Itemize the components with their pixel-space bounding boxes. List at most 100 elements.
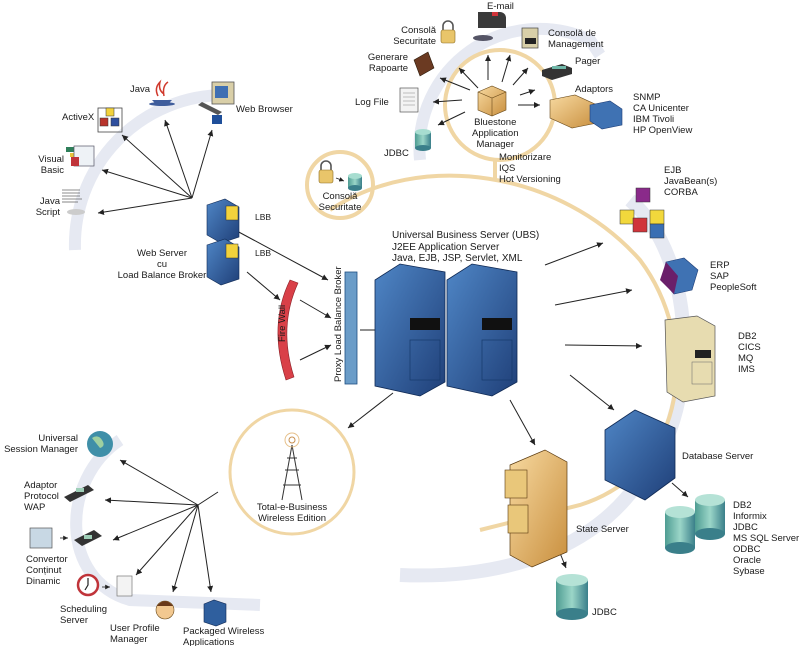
database-name: Sybase bbox=[733, 566, 765, 577]
security-bubble-ring bbox=[305, 150, 375, 220]
mainframe-label: DB2 CICS MQ IMS bbox=[738, 331, 761, 375]
ubs-title-line: J2EE Application Server bbox=[392, 241, 500, 253]
wireless-ring bbox=[228, 408, 356, 536]
label-line: Consolă bbox=[401, 25, 436, 36]
mailbox-icon bbox=[473, 12, 506, 41]
adaptor-target: HP OpenView bbox=[633, 125, 693, 136]
label-line: Load Balance Broker bbox=[117, 270, 207, 281]
proxy-bar bbox=[344, 271, 358, 385]
visual-basic-icon bbox=[66, 145, 95, 167]
converter-label: Convertor Conținut Dinamic bbox=[26, 554, 68, 587]
label-line: Generare bbox=[367, 52, 408, 63]
label-line: CICS bbox=[738, 342, 761, 353]
label-line: JavaBean(s) bbox=[664, 176, 718, 187]
javascript-label: Java Script bbox=[26, 196, 60, 218]
pager-icon bbox=[542, 64, 572, 80]
security-lock-icon bbox=[440, 20, 456, 44]
label-line: Manager bbox=[110, 634, 148, 645]
label-line: MQ bbox=[738, 353, 754, 364]
adaptor-target: SNMP bbox=[633, 92, 661, 103]
wireless-arc bbox=[70, 435, 261, 611]
feature-line: Hot Versioning bbox=[499, 174, 561, 185]
web-server-top-icon bbox=[206, 198, 240, 244]
state-server-label: State Server bbox=[576, 524, 629, 535]
database-cylinders-icon bbox=[665, 494, 725, 554]
label-line: Adaptor bbox=[24, 480, 58, 491]
label-line: Securitate bbox=[318, 202, 362, 213]
adaptor-target: IBM Tivoli bbox=[633, 114, 675, 125]
monitoring-features-label: Monitorizare IQS Hot Versioning bbox=[499, 152, 561, 185]
activex-label: ActiveX bbox=[62, 112, 95, 123]
feature-line: IQS bbox=[499, 163, 516, 174]
database-name: Informix bbox=[733, 511, 767, 522]
mainframe-icon bbox=[664, 315, 716, 403]
management-arc bbox=[413, 22, 605, 161]
pager-label: Pager bbox=[575, 56, 601, 67]
packaged-wireless-label: Packaged Wireless Applications bbox=[183, 626, 264, 646]
label-line: ERP bbox=[710, 260, 730, 271]
label-line: Script bbox=[35, 207, 60, 218]
label-line: WAP bbox=[24, 502, 46, 513]
lbb-bottom-label: LBB bbox=[255, 248, 272, 258]
label-line: Scheduling bbox=[60, 604, 108, 615]
session-manager-label: Universal Session Manager bbox=[2, 433, 78, 455]
databases-label: DB2 Informix JDBC MS SQL Server ODBC Ora… bbox=[733, 500, 799, 577]
label-line: Convertor bbox=[26, 554, 68, 565]
email-label: E-mail bbox=[487, 1, 514, 12]
security-console-label: Consolă Securitate bbox=[388, 25, 436, 47]
feature-line: Monitorizare bbox=[499, 152, 552, 163]
converter-screen-icon bbox=[29, 527, 68, 549]
visual-basic-label: Visual Basic bbox=[26, 154, 64, 176]
management-console-icon bbox=[521, 27, 539, 49]
label-line: Java bbox=[39, 196, 60, 207]
label-line: Management bbox=[548, 39, 604, 50]
label-line: Consolă bbox=[322, 191, 358, 202]
label-line: SAP bbox=[710, 271, 730, 282]
radio-tower-icon bbox=[281, 432, 303, 501]
connector-arrows bbox=[97, 54, 689, 593]
management-console-label: Consolă de Management bbox=[548, 28, 603, 50]
state-jdbc-cylinder-icon bbox=[556, 574, 588, 620]
java-cup-icon bbox=[149, 79, 175, 106]
javascript-icon bbox=[62, 189, 85, 215]
wireless-edition-label: Total-e-Business Wireless Edition bbox=[254, 502, 330, 524]
client-arc bbox=[68, 89, 226, 251]
label-line: Rapoarte bbox=[368, 63, 408, 74]
label-line: Protocol bbox=[24, 491, 59, 502]
log-file-icon bbox=[399, 87, 419, 113]
ubs-title-line: Java, EJB, JSP, Servlet, XML bbox=[392, 253, 523, 264]
wap-phone-icon bbox=[64, 485, 94, 502]
database-name: Oracle bbox=[733, 555, 761, 566]
label-line: User Profile bbox=[110, 623, 160, 634]
adaptors-icon bbox=[549, 94, 623, 130]
reports-book-icon bbox=[413, 51, 435, 77]
web-server-label: Web Server cu Load Balance Broker bbox=[112, 248, 212, 281]
globe-icon bbox=[87, 431, 113, 457]
ejb-cubes-icon bbox=[619, 187, 665, 239]
label-line: Session Manager bbox=[4, 444, 78, 455]
reports-label: Generare Rapoarte bbox=[360, 52, 408, 74]
bluestone-label-line: Bluestone bbox=[474, 117, 517, 128]
log-file-label: Log File bbox=[355, 97, 389, 108]
erp-label: ERP SAP PeopleSoft bbox=[710, 260, 756, 293]
lbb-top-label: LBB bbox=[255, 212, 272, 222]
label-line: Total-e-Business bbox=[256, 502, 328, 513]
clock-icon bbox=[76, 573, 110, 597]
label-line: Securitate bbox=[393, 36, 436, 47]
web-browser-icon bbox=[198, 81, 235, 124]
bluestone-label: Bluestone Application Manager bbox=[472, 117, 518, 150]
label-line: EJB bbox=[664, 165, 682, 176]
database-server-label: Database Server bbox=[682, 451, 754, 462]
label-line: Dinamic bbox=[26, 576, 61, 587]
label-line: Packaged Wireless bbox=[183, 626, 265, 637]
java-label: Java bbox=[130, 84, 151, 95]
label-line: IMS bbox=[738, 364, 755, 375]
adaptor-targets-label: SNMP CA Unicenter IBM Tivoli HP OpenView bbox=[633, 92, 692, 136]
packaged-apps-icon bbox=[203, 599, 227, 627]
adaptors-label: Adaptors bbox=[575, 84, 614, 95]
database-name: MS SQL Server bbox=[733, 533, 800, 544]
label-line: Applications bbox=[183, 637, 235, 646]
pda-icon bbox=[74, 530, 102, 546]
